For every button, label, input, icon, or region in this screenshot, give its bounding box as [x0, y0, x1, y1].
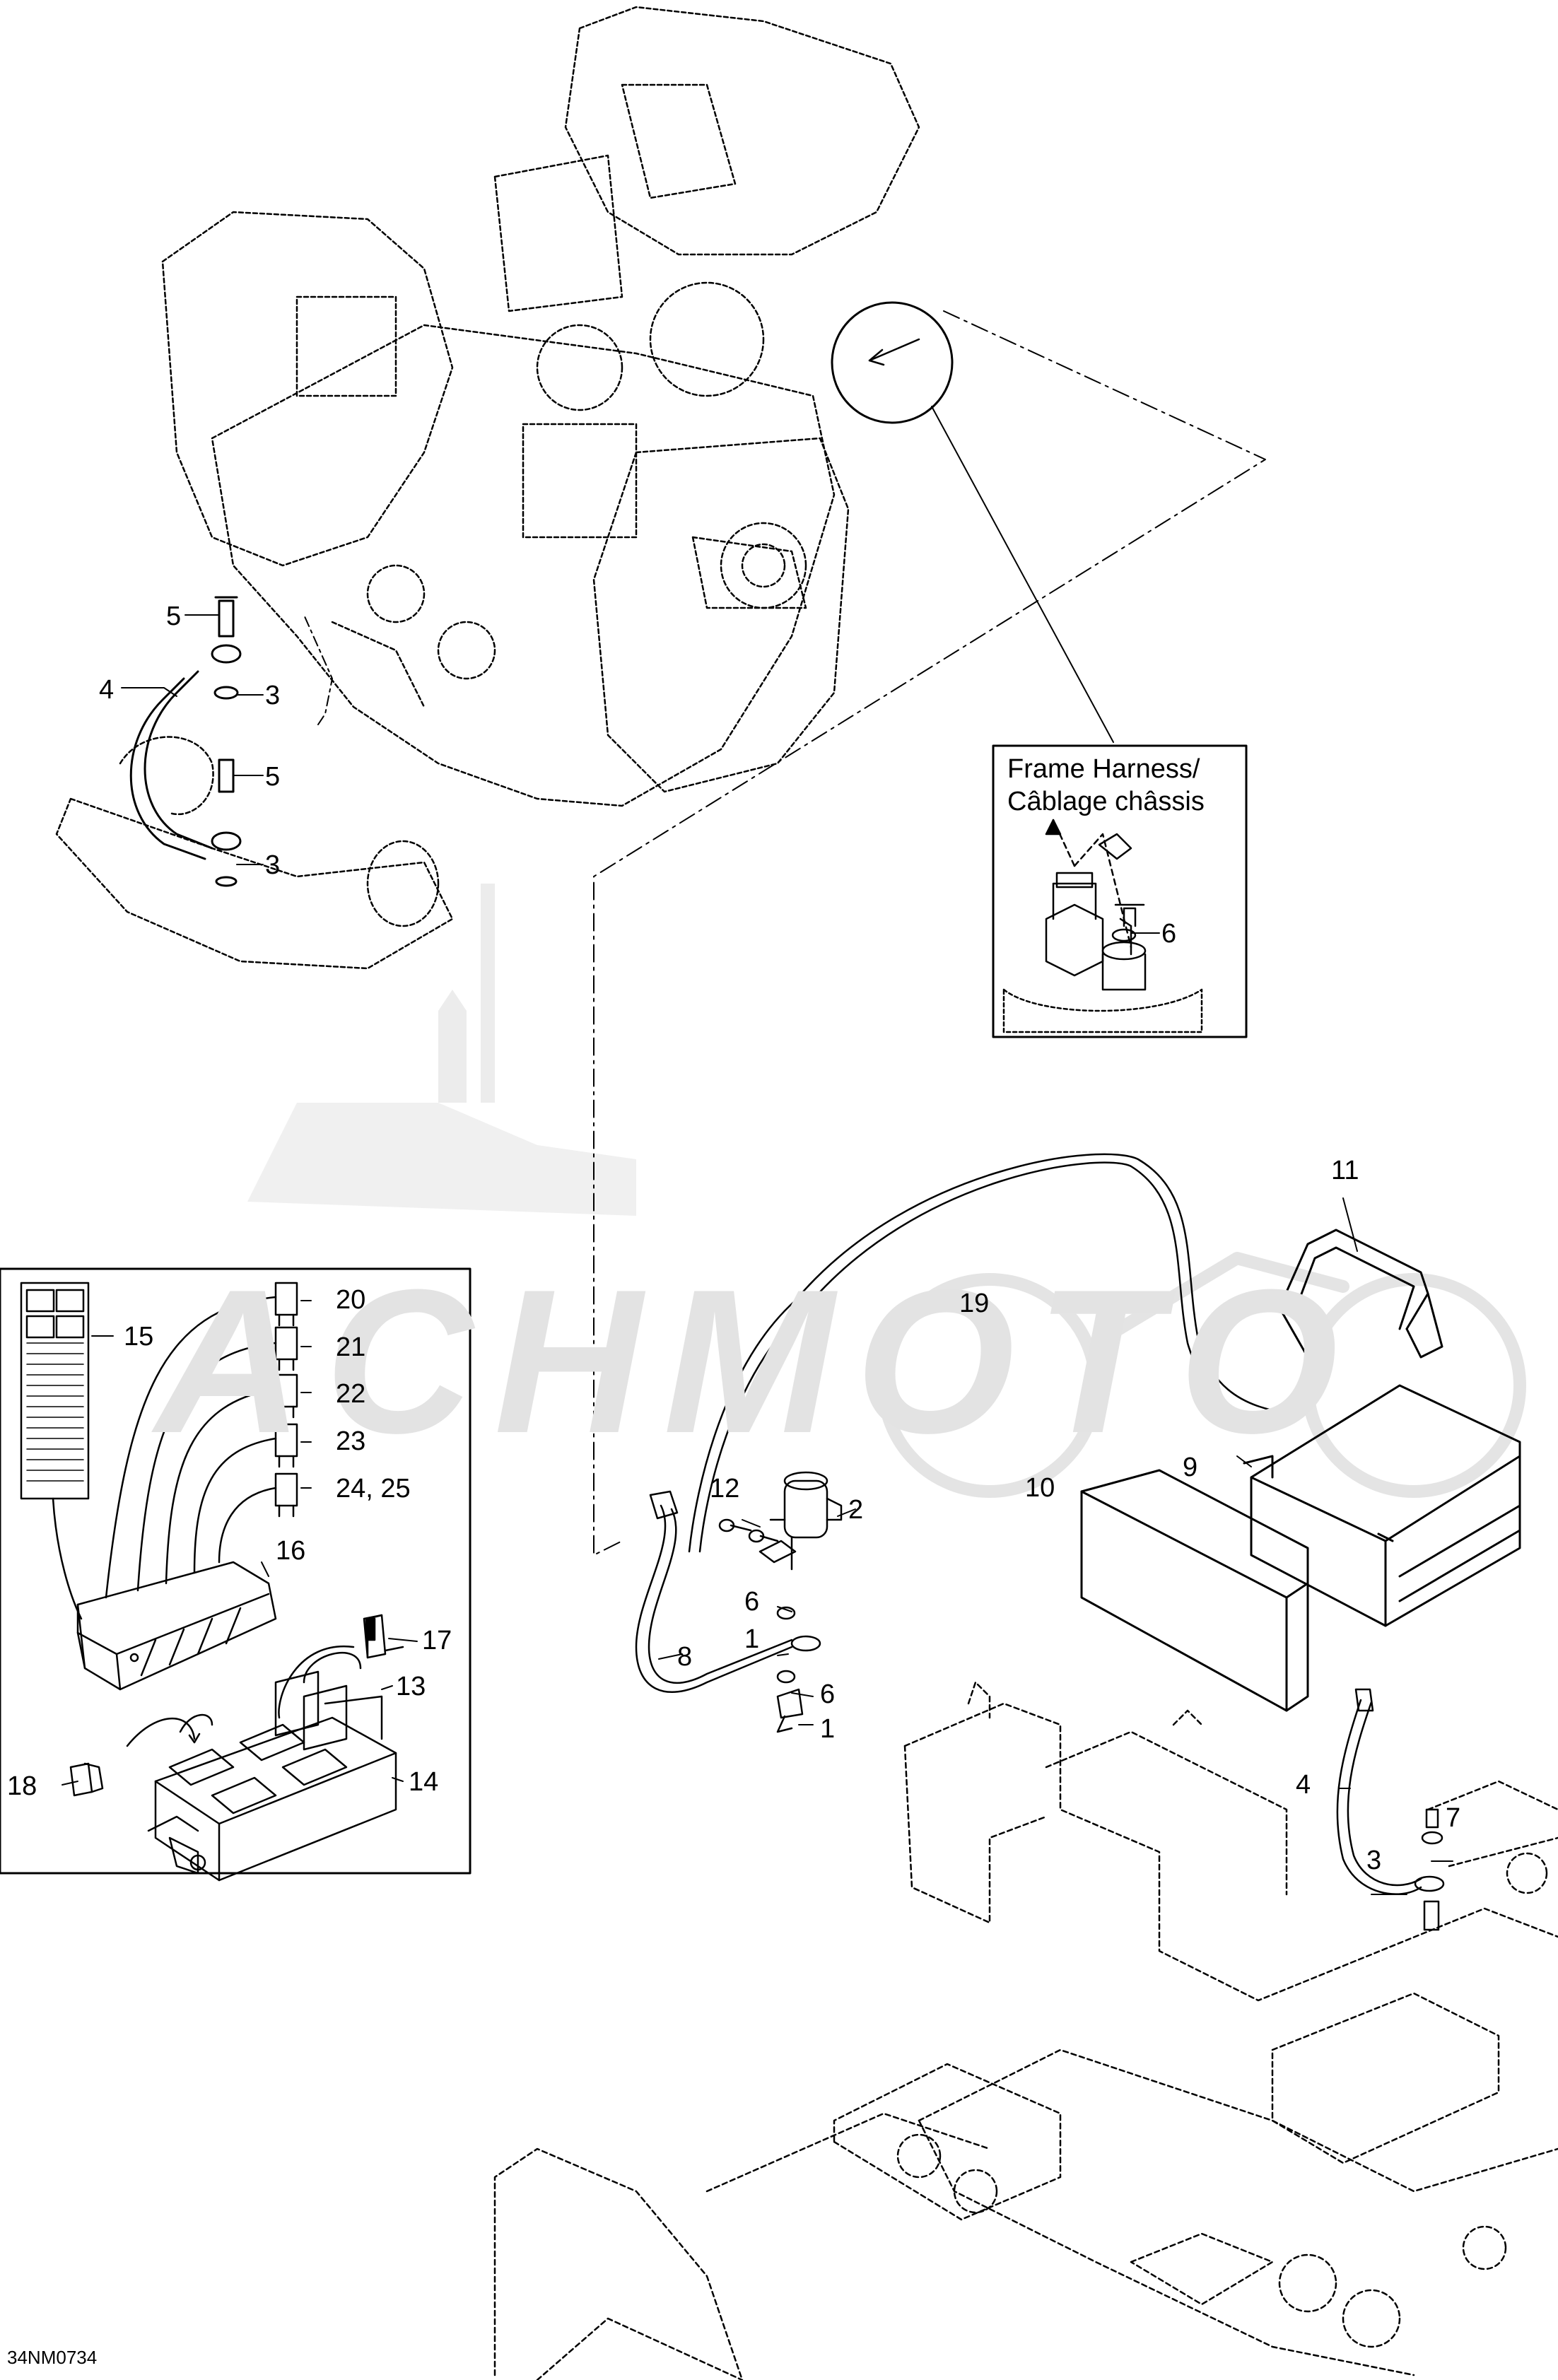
diagram-code: 34NM0734 [7, 2347, 98, 2368]
frame-harness-title-line2: Câblage châssis [1007, 787, 1205, 816]
callout-4-right: 4 [1296, 1770, 1311, 1800]
callout-22: 22 [336, 1379, 366, 1409]
battery-strap [1278, 1229, 1443, 1359]
callout-18: 18 [7, 1771, 37, 1801]
fuse-box-cover [76, 1561, 277, 1691]
callout-8: 8 [677, 1642, 693, 1672]
nuts-bolts [776, 1606, 804, 1733]
frame-harness-inset-box [992, 744, 1248, 1038]
callout-1-upper: 1 [744, 1624, 760, 1654]
fuse-label-card [20, 1282, 90, 1500]
callout-4-left: 4 [99, 675, 115, 705]
callout-3-bottom: 3 [265, 850, 281, 880]
callout-3-right: 3 [1366, 1846, 1382, 1875]
engine-assembly [161, 6, 920, 807]
callout-9: 9 [1183, 1453, 1198, 1482]
callout-17: 17 [422, 1626, 452, 1655]
engine-ground-cable [129, 596, 242, 887]
fuses [274, 1282, 298, 1518]
fuse-box-body [147, 1651, 397, 1882]
callout-7: 7 [1446, 1803, 1461, 1833]
frame-harness-title: Frame Harness/ Câblage châssis [1007, 753, 1205, 818]
detail-circle [831, 301, 954, 424]
callout-16: 16 [276, 1536, 306, 1566]
solenoid [758, 1471, 843, 1571]
callout-13: 13 [396, 1672, 426, 1701]
callout-6-lower: 6 [820, 1680, 836, 1709]
callout-23: 23 [336, 1426, 366, 1456]
solenoid-cable [635, 1490, 821, 1693]
callout-21: 21 [336, 1332, 366, 1362]
frame-harness-title-line1: Frame Harness/ [1007, 754, 1200, 784]
callout-5-top: 5 [166, 602, 182, 631]
callout-12: 12 [710, 1474, 740, 1503]
watermark-graphic [247, 884, 1526, 1498]
callout-24-25: 24, 25 [336, 1474, 411, 1503]
callout-11: 11 [1331, 1156, 1359, 1185]
battery-pad [1080, 1469, 1309, 1712]
engine-bracket [55, 736, 454, 970]
watermark-text: ACHMOTO [156, 1247, 1359, 1476]
callout-3-top: 3 [265, 681, 281, 710]
screws [718, 1518, 779, 1543]
fuse-leader-lines [52, 1296, 277, 1620]
callout-10: 10 [1025, 1473, 1055, 1503]
callout-15: 15 [124, 1322, 154, 1352]
frame-harness-inset-art [1002, 819, 1203, 1033]
callout-leaders [62, 614, 1453, 1895]
vehicle-frame [493, 1681, 1558, 2380]
callout-2: 2 [848, 1495, 864, 1525]
callout-5-bottom: 5 [265, 762, 281, 792]
callout-6-upper: 6 [744, 1587, 760, 1617]
spare-fuse [69, 1762, 104, 1797]
relay [363, 1614, 404, 1659]
battery [1243, 1384, 1521, 1627]
callout-14: 14 [409, 1767, 439, 1797]
callout-19: 19 [959, 1289, 990, 1318]
callout-1-lower: 1 [820, 1714, 836, 1744]
callout-20: 20 [336, 1285, 366, 1315]
callout-6-inset: 6 [1161, 919, 1177, 949]
positive-cable [688, 1153, 1296, 1553]
